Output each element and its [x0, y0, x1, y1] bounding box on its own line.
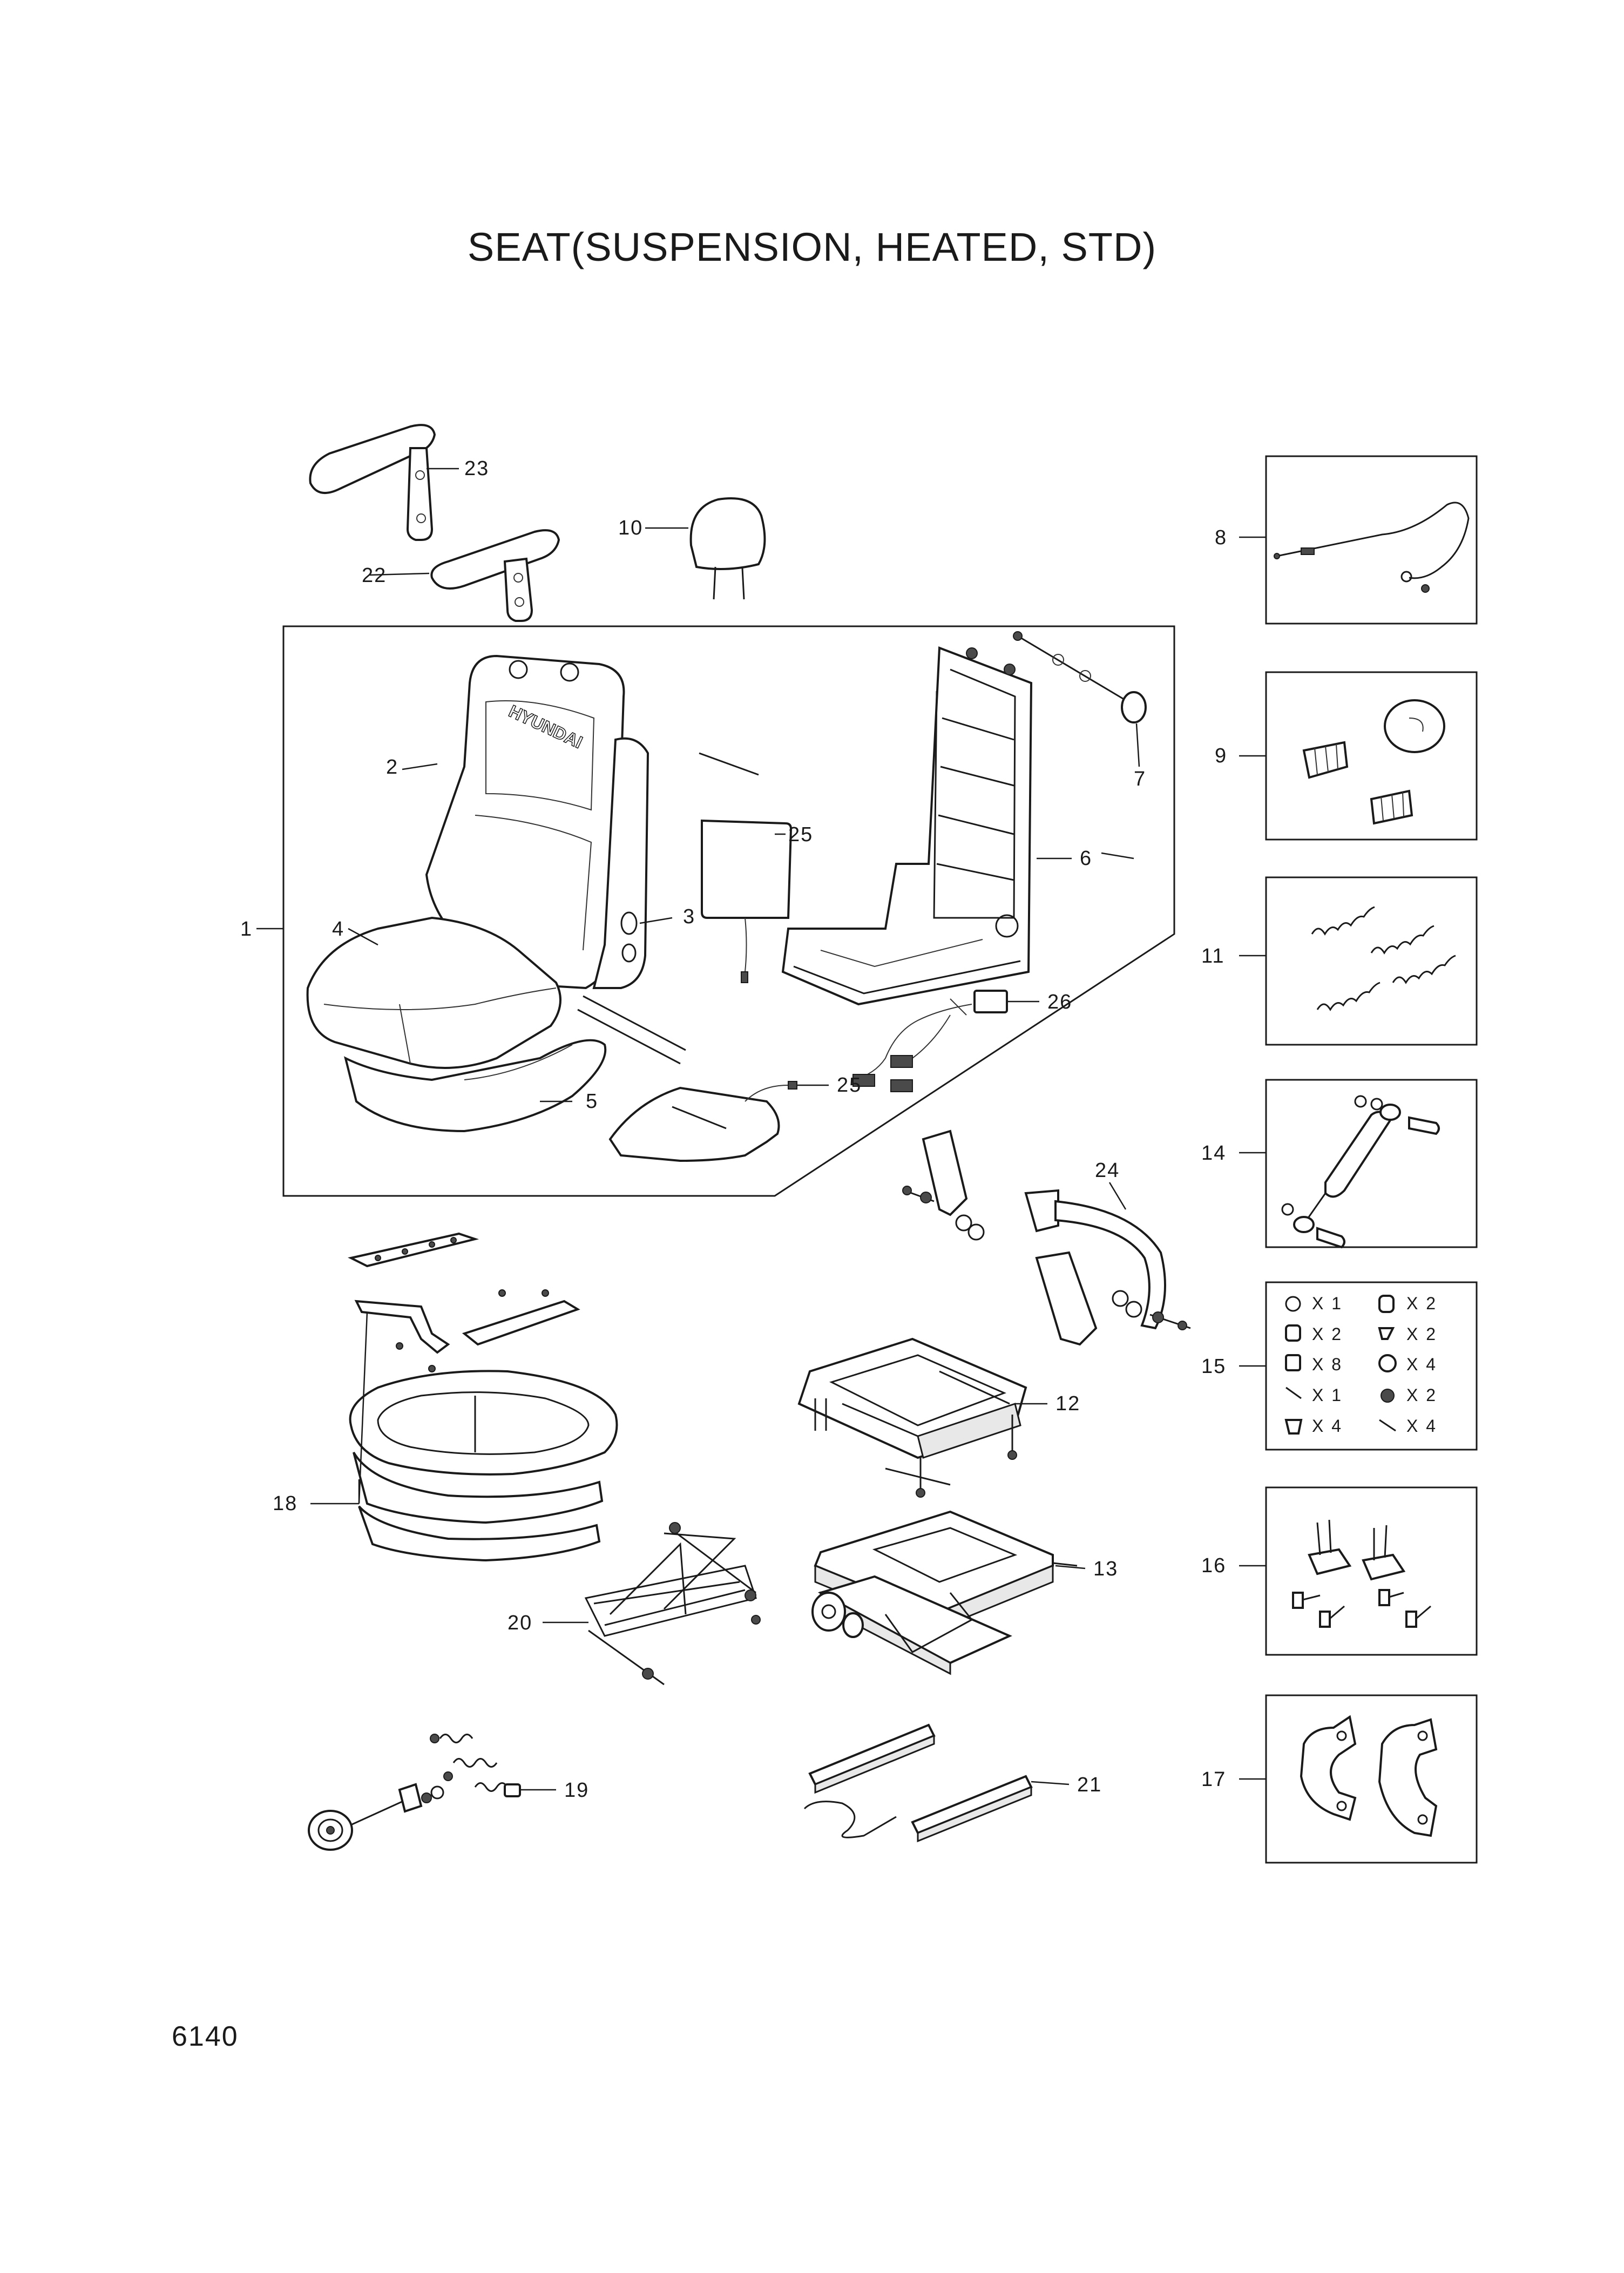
trim-rod: [577, 1009, 681, 1065]
cushion-base-5: [344, 1039, 607, 1133]
callout-21: 21: [1077, 1774, 1102, 1796]
detail-box-17: [1265, 1694, 1478, 1864]
detail-box-8: [1265, 455, 1478, 625]
qty-label: X 2: [1312, 1324, 1343, 1344]
callout-5: 5: [586, 1090, 598, 1113]
callout-23: 23: [464, 457, 489, 480]
seat-belt-24: [902, 1129, 1191, 1346]
slide-rails-21: [803, 1723, 1033, 1843]
qty-label: X 8: [1312, 1355, 1343, 1374]
detail-box-14: [1265, 1079, 1478, 1248]
callout-20: 20: [508, 1612, 532, 1634]
detail-box-11: [1265, 876, 1478, 1046]
heater-pad-25-seat: [608, 1081, 797, 1162]
qty-label: X 4: [1406, 1355, 1437, 1374]
clips-9: [1302, 699, 1445, 825]
qty-label: X 2: [1406, 1385, 1437, 1405]
suspension-base-13: [811, 1510, 1078, 1675]
trim-rod: [583, 995, 686, 1051]
qty-label: X 2: [1406, 1324, 1437, 1344]
recline-handle-7: [1013, 631, 1147, 723]
qty-label: X 4: [1406, 1416, 1437, 1436]
qty-label: X 1: [1312, 1294, 1343, 1313]
seat-assembly-outline: [282, 625, 1175, 1197]
callout-7: 7: [1134, 768, 1146, 790]
suspension-bellows-18: [349, 1370, 618, 1562]
callout-22: 22: [362, 564, 387, 587]
callout-16: 16: [1201, 1554, 1226, 1577]
callout-1: 1: [240, 918, 253, 941]
page-title: SEAT(SUSPENSION, HEATED, STD): [467, 225, 1157, 269]
headrest-10: [689, 497, 766, 600]
callout-17: 17: [1201, 1768, 1226, 1791]
weight-adjuster-19: [308, 1734, 521, 1851]
callout-14: 14: [1201, 1142, 1226, 1165]
callout-2: 2: [386, 756, 398, 779]
page-number: 6140: [172, 2021, 239, 2052]
callout-19: 19: [564, 1779, 589, 1802]
callout-4: 4: [332, 918, 344, 941]
callout-25-seat-heater: 25: [837, 1074, 862, 1097]
callout-6: 6: [1080, 847, 1092, 870]
callout-13: 13: [1093, 1558, 1118, 1580]
cable-8: [1274, 502, 1470, 593]
wiring-harness-26: [852, 990, 1008, 1092]
callout-24: 24: [1095, 1159, 1120, 1182]
callout-3: 3: [683, 905, 695, 928]
backrest-cushion-2: HYUNDAI: [425, 654, 625, 990]
slide-assembly-12: [797, 1337, 1027, 1498]
springs-11: [1311, 906, 1456, 1011]
backrest-side-cover-3: [592, 737, 649, 989]
qty-label: X 2: [1406, 1294, 1437, 1313]
armrest-22: [430, 529, 560, 622]
qty-label: X 1: [1312, 1385, 1343, 1405]
trim-rod: [699, 752, 759, 776]
mounting-plate-18-upper: [348, 1232, 580, 1372]
detail-box-9: [1265, 671, 1478, 841]
armrest-23: [309, 424, 436, 541]
callout-18: 18: [273, 1492, 297, 1515]
callout-15: 15: [1201, 1355, 1226, 1378]
callout-12: 12: [1055, 1392, 1080, 1415]
callout-25-backrest-heater: 25: [788, 823, 813, 846]
detail-box-16: [1265, 1486, 1478, 1656]
seat-cushion-4: [306, 916, 561, 1069]
shock-absorber-14: [1281, 1095, 1440, 1249]
callout-10: 10: [618, 517, 643, 539]
callout-9: 9: [1215, 745, 1227, 767]
callout-11: 11: [1201, 945, 1224, 968]
mounting-brackets-17: [1300, 1715, 1438, 1837]
heater-pad-25-backrest: [701, 819, 793, 983]
scissor-linkage-20: [584, 1522, 761, 1686]
callout-8: 8: [1215, 526, 1227, 549]
qty-label: X 4: [1312, 1416, 1343, 1436]
brackets-16: [1292, 1519, 1431, 1628]
hardware-kit-15: X 1 X 2 X 2 X 2 X 8 X 4 X 1 X 2 X 4 X 4: [1284, 1294, 1437, 1436]
callout-26: 26: [1047, 991, 1072, 1013]
backrest-frame-6: [781, 646, 1033, 1006]
